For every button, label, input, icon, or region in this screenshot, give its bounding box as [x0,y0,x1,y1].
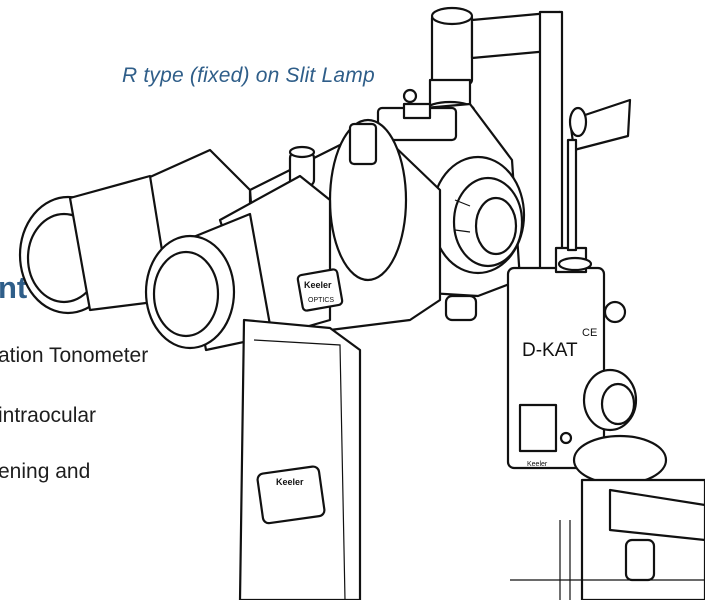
left-eyepiece [18,148,252,315]
body-text-line-1: ation Tonometer [0,344,149,367]
right-eyepiece [144,174,332,352]
vertical-column [424,6,564,434]
body-text-line-2: intraocular [0,404,97,427]
ce-mark-label: CE [582,327,597,339]
brand-label-arm-badge: Keeler [276,477,304,487]
brand-label-optics-badge: Keeler [304,280,332,290]
image-caption: R type (fixed) on Slit Lamp [122,64,375,87]
model-label: D-KAT [522,340,578,361]
tonometer-unit [506,246,638,470]
optics-label: OPTICS [308,297,334,304]
tonometer-probe [566,98,632,252]
brand-badges: Keeler OPTICS Keeler D-KAT CE Keeler [276,268,597,487]
brand-label-unit: Keeler [527,461,548,468]
body-text-line-3: ening and [0,460,91,483]
microscope-arm [238,318,362,600]
housing-knob [430,155,526,275]
lamp-base [510,434,705,600]
